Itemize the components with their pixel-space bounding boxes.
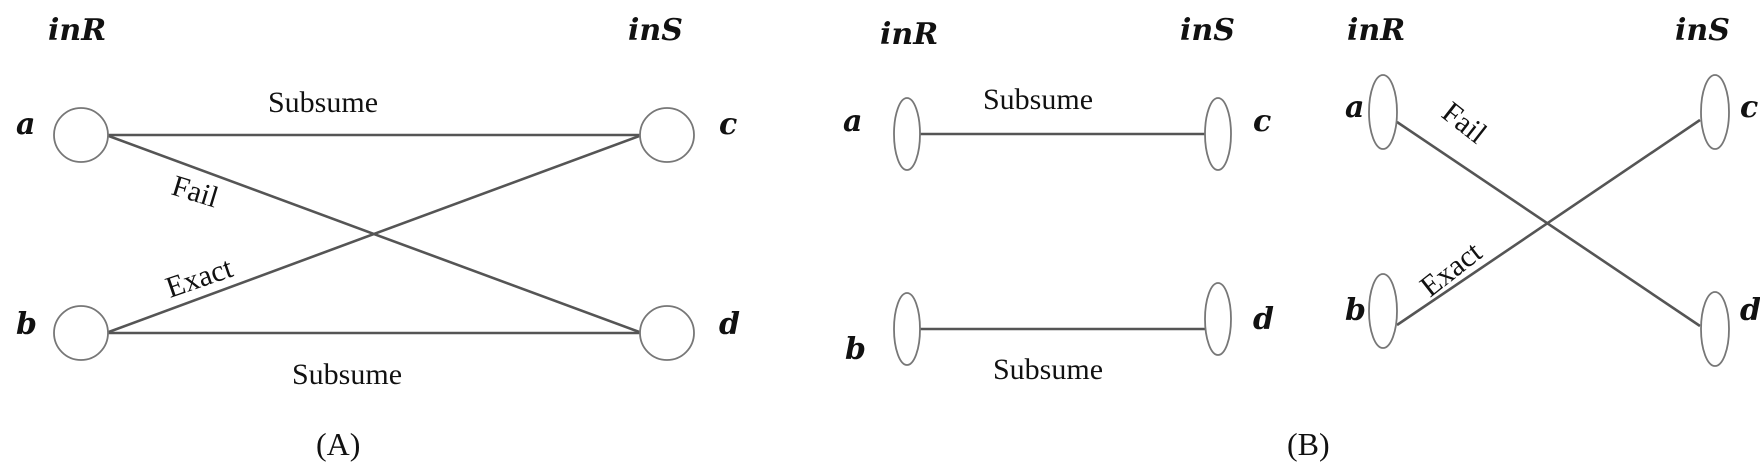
panel-b-right-edge-label-a-d: Fail — [1436, 96, 1493, 151]
panel-b-left-node-label-a: a — [843, 104, 862, 139]
panel-b-right-edge-b-c — [1396, 118, 1701, 327]
panel-a-node-label-d: d — [719, 307, 740, 342]
panel-b-left-header-ins: inS — [1180, 13, 1235, 48]
panel-b-left-node-c — [1204, 97, 1232, 171]
panel-b-left-node-d — [1204, 282, 1232, 356]
panel-b-left-edge-label-b-d: Subsume — [993, 353, 1103, 386]
panel-a: inR inS a b c d Subsume Fail Exact Subsu… — [16, 13, 740, 462]
panel-a-node-b — [53, 305, 109, 361]
panel-a-node-label-b: b — [16, 307, 37, 342]
panel-b-left-node-label-d: d — [1253, 302, 1274, 337]
panel-b-right-edge-label-b-c: Exact — [1414, 235, 1489, 303]
panel-a-header-ins: inS — [628, 13, 683, 48]
panel-a-caption: (A) — [316, 426, 360, 462]
panel-b-right-header-inr: inR — [1347, 13, 1405, 48]
panel-b-right-node-label-b: b — [1345, 293, 1366, 328]
panel-b-left-node-label-c: c — [1253, 104, 1271, 139]
panel-b-right-header-ins: inS — [1675, 13, 1730, 48]
panel-a-header-inr: inR — [48, 13, 106, 48]
panel-b-left-header-inr: inR — [880, 17, 938, 52]
panel-a-node-c — [639, 107, 695, 163]
panel-b-right-node-d — [1700, 291, 1730, 367]
panel-a-edge-label-b-d: Subsume — [292, 358, 402, 391]
panel-b-right-node-label-c: c — [1740, 90, 1758, 125]
panel-b-right: inR inS a b c d Fail Exact — [1345, 13, 1760, 367]
panel-b-right-node-a — [1368, 74, 1398, 150]
panel-a-node-label-a: a — [16, 107, 35, 142]
panel-b-left: inR inS a b c d Subsume Subsume — [843, 13, 1274, 386]
panel-b-left-node-label-b: b — [845, 332, 866, 367]
panel-a-node-label-c: c — [719, 107, 737, 142]
panel-a-edge-label-b-c: Exact — [162, 251, 238, 305]
panel-a-node-d — [639, 305, 695, 361]
panel-b-caption: (B) — [1287, 426, 1330, 462]
panel-a-edge-label-a-c: Subsume — [268, 86, 378, 119]
panel-b-left-node-b — [893, 292, 921, 366]
panel-b-left-edge-label-a-c: Subsume — [983, 83, 1093, 116]
panel-b-left-node-a — [893, 97, 921, 171]
panel-b-right-node-label-a: a — [1345, 90, 1364, 125]
panel-b-right-node-b — [1368, 273, 1398, 349]
panel-b-right-node-c — [1700, 74, 1730, 150]
panel-a-node-a — [53, 107, 109, 163]
panel-a-edge-b-c — [105, 133, 643, 335]
panel-b-right-node-label-d: d — [1740, 293, 1760, 328]
